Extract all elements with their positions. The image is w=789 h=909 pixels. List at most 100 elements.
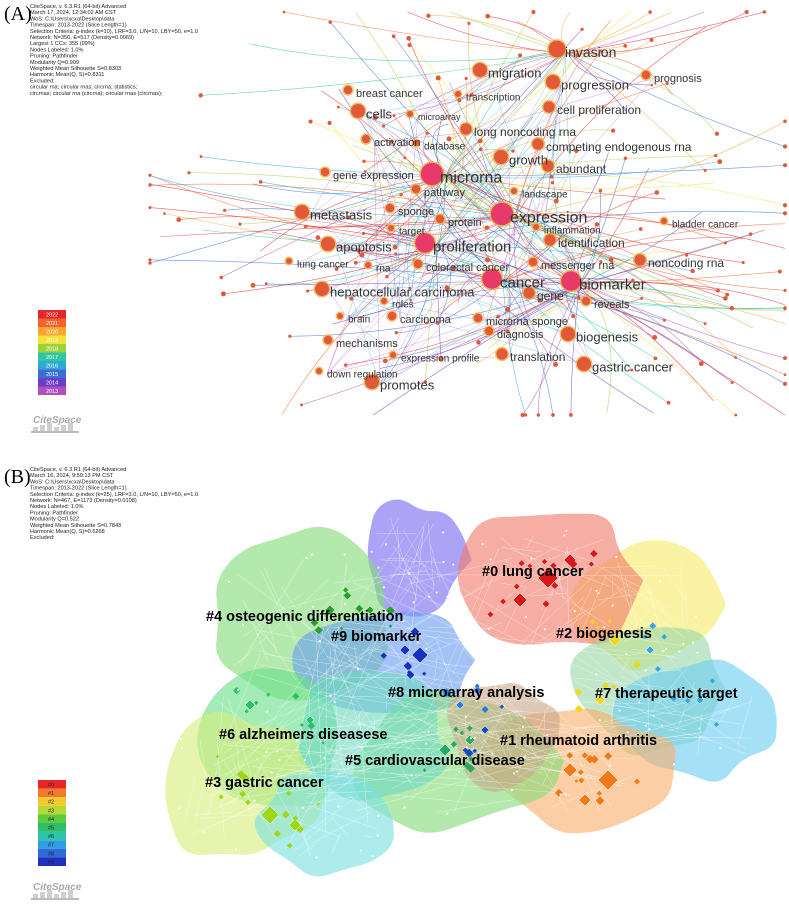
network-edge (227, 698, 256, 791)
network-node (402, 620, 405, 623)
network-node (506, 568, 510, 571)
network-edge (400, 77, 655, 359)
network-node (384, 543, 388, 546)
network-node (490, 694, 493, 698)
network-edge (631, 638, 690, 647)
network-node (327, 120, 332, 125)
keyword-label: gastric cancer (592, 360, 674, 375)
cluster-node (634, 778, 641, 785)
network-node (521, 725, 524, 729)
network-node (487, 627, 491, 631)
network-edge (211, 590, 434, 790)
network-node (663, 697, 666, 700)
network-edge (647, 675, 650, 736)
info-line: Pruning: Pathfinder (30, 54, 78, 60)
network-edge (432, 557, 513, 723)
network-node (187, 171, 191, 175)
cluster-node (472, 748, 477, 754)
network-node (489, 558, 492, 561)
network-edge (661, 566, 689, 605)
network-edge (424, 548, 500, 722)
network-edge (376, 562, 423, 584)
network-node (343, 603, 347, 606)
cluster-node (685, 698, 691, 704)
network-node (514, 570, 517, 573)
network-edge (335, 676, 429, 679)
keyword-label: expression profile (401, 354, 480, 365)
info-line: CiteSpace, v. 6.3.R1 (64-bit) Advanced (30, 4, 126, 10)
network-node (666, 400, 671, 405)
network-edge (331, 833, 341, 854)
cluster-node (590, 549, 598, 558)
keyword-label: biomarker (579, 276, 646, 293)
network-node (665, 81, 669, 86)
network-edge (379, 295, 538, 386)
network-edge (494, 730, 507, 758)
network-edge (279, 725, 541, 758)
network-edge (329, 176, 441, 293)
network-node (219, 275, 223, 280)
network-node (665, 647, 668, 650)
cluster-node (537, 567, 559, 589)
network-edge (616, 717, 686, 731)
network-edge (336, 175, 447, 270)
cluster-node (527, 563, 533, 569)
network-node (640, 296, 644, 300)
network-edge (617, 654, 673, 716)
legend-swatch (38, 805, 66, 815)
network-edge (389, 519, 428, 582)
network-edge (260, 181, 516, 218)
network-node (362, 159, 366, 163)
legend-cluster-label: #9 (48, 860, 54, 866)
legend-cluster-label: #4 (48, 817, 54, 823)
keyword-label: noncoding rna (648, 256, 724, 270)
cluster-node (239, 790, 247, 798)
network-node (782, 211, 788, 216)
network-edge (226, 744, 558, 772)
info-line: March 17, 2024, 12:34:02 AM CST (30, 10, 117, 16)
network-node (428, 595, 431, 598)
network-edge (326, 146, 547, 375)
network-node (385, 274, 389, 279)
network-node (382, 586, 386, 589)
network-edge (579, 283, 786, 416)
keyword-label: apoptosis (336, 240, 392, 255)
network-edge (339, 667, 354, 689)
network-node (264, 282, 268, 286)
info-line: circular rna; circular rnas; circrna; st… (30, 85, 138, 91)
network-node (306, 289, 310, 293)
network-edge (567, 52, 786, 147)
network-edge (318, 691, 648, 747)
network-node (406, 35, 412, 41)
network-node (650, 83, 654, 87)
network-edge (693, 713, 747, 750)
keyword-label: gene expression (333, 170, 414, 182)
network-node (640, 743, 644, 746)
network-node (652, 714, 655, 717)
network-edge (496, 262, 649, 335)
network-edge (352, 665, 556, 766)
network-edge (359, 672, 371, 691)
network-edge (622, 595, 667, 637)
cluster-label: #7 therapeutic target (595, 686, 738, 702)
keyword-label: abundant (556, 162, 607, 176)
network-node (612, 739, 615, 743)
network-node (435, 75, 441, 81)
cluster-label: #5 cardiovascular disease (345, 753, 525, 769)
network-edge (542, 750, 559, 785)
network-node (407, 43, 412, 48)
network-node (441, 531, 445, 534)
cluster-node (233, 686, 241, 695)
panel-a-label: (A) (4, 3, 32, 25)
network-edge (311, 574, 355, 621)
cluster-node (574, 705, 583, 713)
cluster-node (608, 633, 622, 647)
network-edge (391, 794, 483, 805)
network-node (394, 330, 398, 335)
cluster-label: #1 rheumatoid arthritis (500, 733, 657, 749)
network-edge (641, 567, 665, 642)
keyword-label: microarray (418, 112, 461, 122)
network-node (425, 131, 429, 135)
network-edge (338, 106, 516, 218)
keyword-node (533, 224, 539, 230)
